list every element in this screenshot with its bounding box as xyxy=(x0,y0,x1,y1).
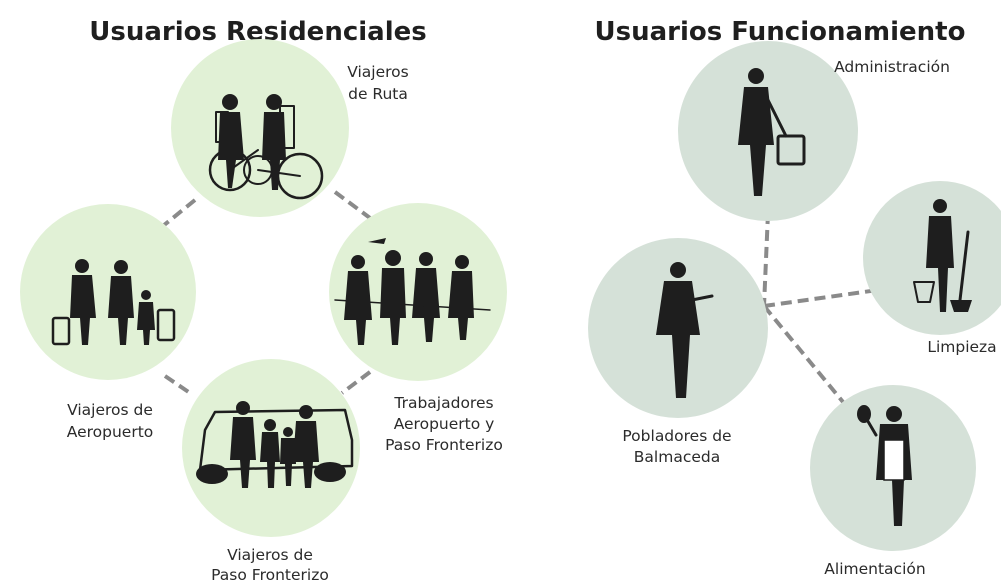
route-travelers-circle xyxy=(171,39,349,217)
airport-travelers-label: Viajeros de Aeropuerto xyxy=(67,401,154,441)
route-travelers-label-line1: Viajeros xyxy=(347,63,409,81)
operation-connectors xyxy=(747,212,879,404)
border-travelers-label-line2: Paso Fronterizo xyxy=(211,566,329,583)
resident-illustration xyxy=(656,262,714,398)
airport-travelers-circle xyxy=(20,204,196,380)
connector-route-workers xyxy=(333,190,372,220)
border-travelers-label-line1: Viajeros de xyxy=(227,546,313,564)
workers-illustration xyxy=(334,238,491,345)
workers-label-line3: Paso Fronterizo xyxy=(385,436,503,454)
van-travelers-illustration xyxy=(196,401,354,488)
workers-label-line1: Trabajadores xyxy=(393,394,493,412)
connector-workers-border xyxy=(340,370,372,395)
cyclists-illustration xyxy=(208,94,324,200)
administrator-illustration xyxy=(738,68,806,196)
workers-label: Trabajadores Aeropuerto y Paso Fronteriz… xyxy=(385,394,503,454)
route-travelers-label-line2: de Ruta xyxy=(348,85,408,103)
route-travelers-label: Viajeros de Ruta xyxy=(347,63,409,103)
cleaner-illustration xyxy=(913,199,972,312)
cleaning-label: Limpieza xyxy=(927,338,996,356)
administration-label: Administración xyxy=(834,58,950,76)
family-luggage-illustration xyxy=(51,259,176,346)
connector-admin-hub xyxy=(762,212,770,307)
connector-hub-cleaning xyxy=(763,288,879,308)
residents-label-line1: Pobladores de xyxy=(622,427,731,445)
residents-label: Pobladores de Balmaceda xyxy=(622,427,731,466)
connector-hub-food xyxy=(762,304,845,404)
connector-airport-border xyxy=(163,374,195,397)
airport-travelers-label-line1: Viajeros de xyxy=(67,401,153,419)
border-travelers-label: Viajeros de Paso Fronterizo xyxy=(211,546,329,583)
workers-label-line2: Aeropuerto y xyxy=(394,415,495,433)
cook-illustration xyxy=(857,405,912,526)
food-label: Alimentación xyxy=(824,560,925,578)
residents-label-line2: Balmaceda xyxy=(634,448,720,466)
airport-travelers-label-line2: Aeropuerto xyxy=(67,423,154,441)
